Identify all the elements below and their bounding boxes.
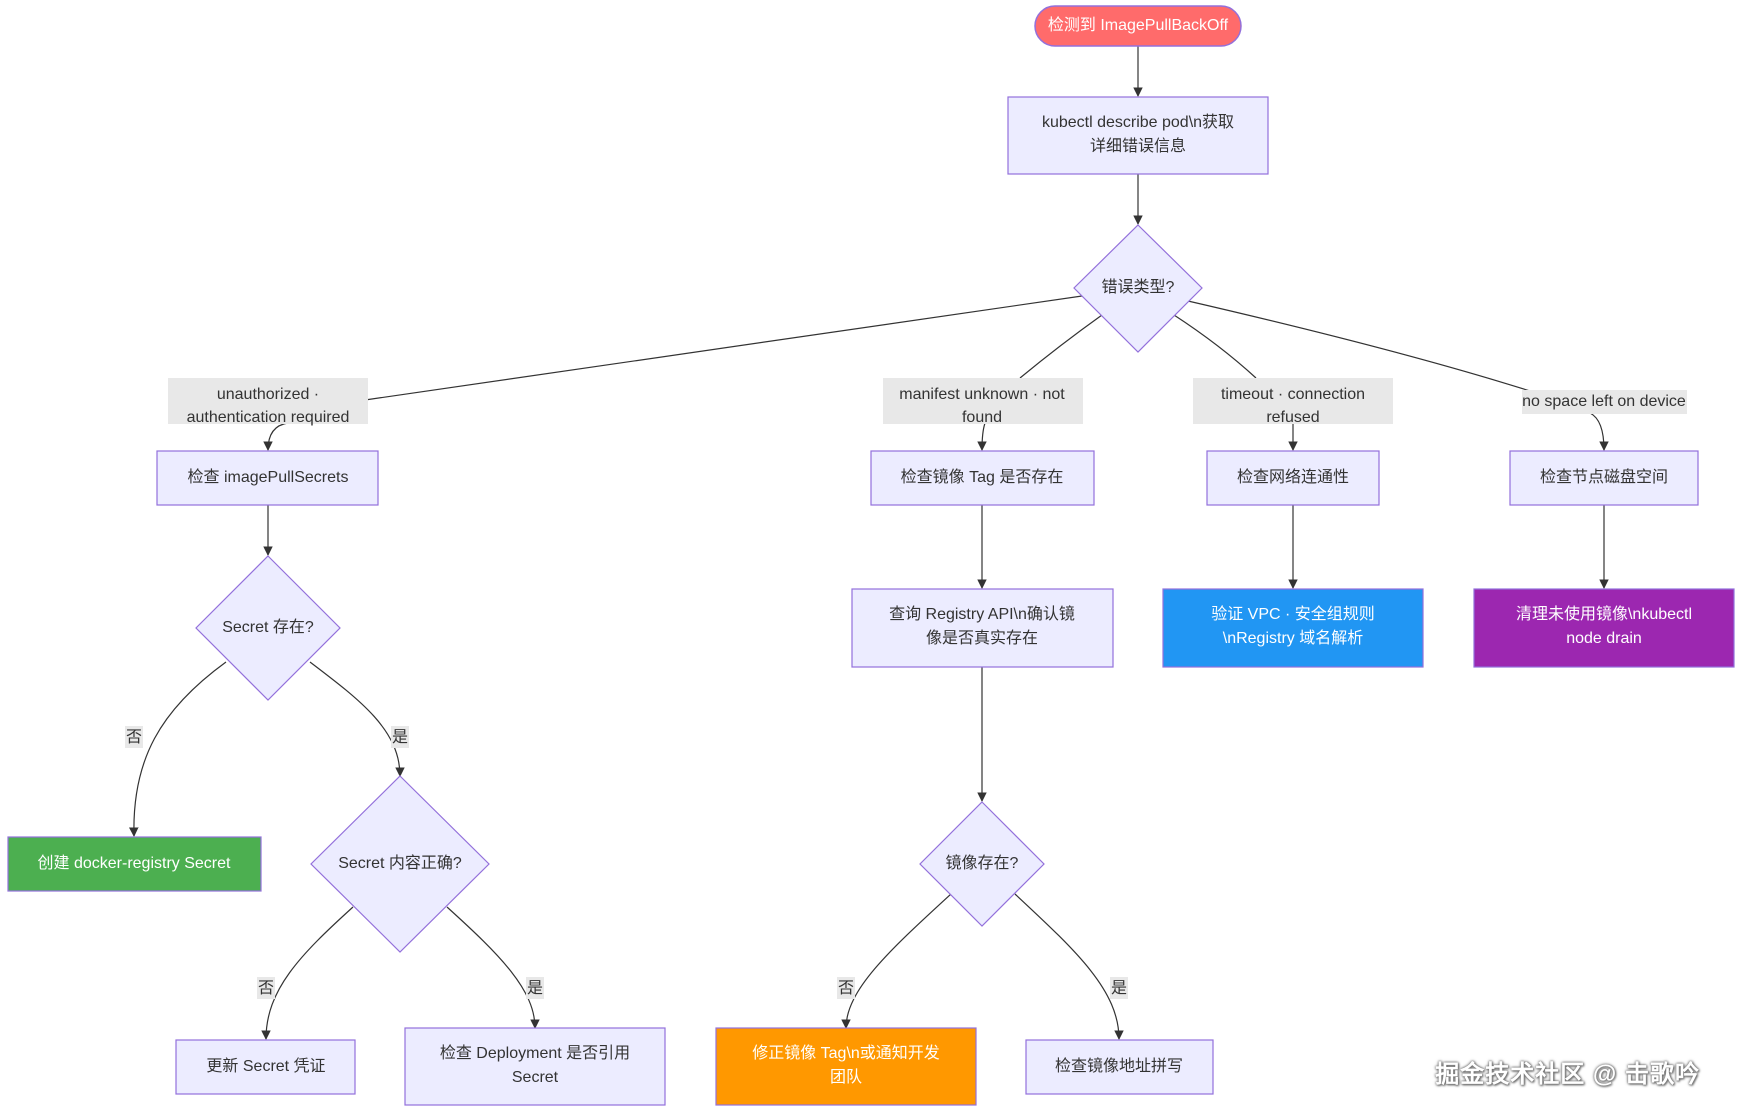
node-create-secret: 创建 docker-registry Secret	[7, 836, 262, 892]
node-update-secret: 更新 Secret 凭证	[175, 1039, 356, 1095]
edge-label-no1: 否	[125, 726, 143, 748]
node-shape	[1473, 588, 1735, 668]
node-shape	[1007, 96, 1269, 175]
edge-nospace-checkdisk	[1589, 412, 1609, 451]
node-label: node drain	[1566, 630, 1642, 647]
edge-label-text: authentication required	[187, 409, 350, 426]
node-shape	[1025, 1039, 1214, 1095]
edge-label-text: 是	[527, 980, 543, 997]
edge-label-text: unauthorized ·	[217, 386, 319, 403]
node-label: Secret 内容正确?	[338, 854, 462, 872]
edge-label-yes3: 是	[1110, 977, 1128, 999]
node-label: \nRegistry 域名解析	[1223, 629, 1363, 647]
node-label: 验证 VPC · 安全组规则	[1211, 605, 1375, 623]
node-shape	[919, 801, 1045, 927]
node-label: 检查节点磁盘空间	[1540, 467, 1668, 486]
edge-imageexists-checkaddress	[1014, 893, 1124, 1040]
node-label: 创建 docker-registry Secret	[38, 854, 231, 872]
edge-label-yes2: 是	[526, 977, 544, 999]
edge-secretcorrect-updatesecret	[261, 906, 354, 1040]
node-describe: kubectl describe pod\n获取 详细错误信息	[1007, 96, 1269, 175]
node-label: 查询 Registry API\n确认镜	[889, 604, 1075, 623]
edge-label-text: 否	[838, 980, 854, 997]
node-label: 检查 Deployment 是否引用	[440, 1044, 630, 1062]
node-image-exists: 镜像存在?	[919, 801, 1045, 927]
node-label: Secret 存在?	[222, 618, 314, 636]
node-shape	[870, 450, 1095, 506]
node-shape	[404, 1027, 666, 1106]
edge-label-text: 否	[258, 980, 274, 997]
node-shape	[195, 555, 341, 701]
edge-label-timeout: timeout · connection refused	[1193, 378, 1393, 426]
node-label: 检查镜像地址拼写	[1055, 1056, 1183, 1075]
edge-label-text: 是	[392, 729, 408, 746]
node-label: 检查 imagePullSecrets	[188, 468, 349, 486]
edge-label-text: 是	[1111, 980, 1127, 997]
edge-errortype-timeout	[1173, 314, 1257, 379]
edge-secretcorrect-checkdeployment	[446, 906, 540, 1029]
edge-imageexists-fixtag	[841, 893, 952, 1029]
node-label: 检测到 ImagePullBackOff	[1048, 16, 1229, 34]
node-label: 团队	[830, 1068, 862, 1086]
node-shape	[156, 450, 379, 506]
node-label: 更新 Secret 凭证	[206, 1057, 325, 1075]
edge-secretexists-secretcorrect	[309, 661, 405, 777]
node-label: 镜像存在?	[946, 853, 1019, 872]
edge-label-text: refused	[1266, 409, 1319, 426]
edge-label-text: manifest unknown · not	[899, 386, 1065, 403]
node-check-tag: 检查镜像 Tag 是否存在	[870, 450, 1095, 506]
edge-label-no3: 否	[837, 977, 855, 999]
node-label: 清理未使用镜像\nkubectl	[1516, 604, 1692, 623]
edge-errortype-manifest	[1019, 314, 1103, 379]
node-check-deployment: 检查 Deployment 是否引用 Secret	[404, 1027, 666, 1106]
node-verify-vpc: 验证 VPC · 安全组规则 \nRegistry 域名解析	[1162, 588, 1424, 668]
node-label: 检查网络连通性	[1237, 467, 1349, 486]
node-shape	[7, 836, 262, 892]
node-label: 修正镜像 Tag\n或通知开发	[752, 1043, 940, 1062]
node-secret-correct: Secret 内容正确?	[310, 775, 490, 953]
node-shape	[1162, 588, 1424, 668]
edge-errortype-nospace	[1187, 300, 1531, 392]
node-shape	[851, 588, 1114, 668]
node-shape	[1509, 450, 1699, 506]
node-check-address: 检查镜像地址拼写	[1025, 1039, 1214, 1095]
node-label: 像是否真实存在	[926, 629, 1038, 647]
edge-label-yes1: 是	[391, 726, 409, 748]
edge-label-text: no space left on device	[1522, 393, 1686, 410]
node-shape	[1034, 5, 1242, 47]
node-shape	[1206, 450, 1380, 506]
edge-manifest-checktag	[977, 422, 987, 451]
edge-label-unauthorized: unauthorized · authentication required	[168, 378, 368, 426]
edge-unauthorized-checksecrets	[263, 422, 289, 451]
edge-label-text: 否	[126, 729, 142, 746]
node-secret-exists: Secret 存在?	[195, 555, 341, 701]
node-check-secrets: 检查 imagePullSecrets	[156, 450, 379, 506]
node-check-network: 检查网络连通性	[1206, 450, 1380, 506]
node-label: 错误类型?	[1102, 278, 1175, 296]
edge-label-text: found	[962, 409, 1002, 426]
watermark: 掘金技术社区 @ 击歌吟	[1435, 1061, 1700, 1088]
edge-secretexists-createsecret	[128, 661, 227, 837]
edge-label-text: timeout · connection	[1221, 386, 1365, 403]
node-check-disk: 检查节点磁盘空间	[1509, 450, 1699, 506]
node-shape	[310, 775, 490, 953]
node-label: 详细错误信息	[1090, 137, 1186, 155]
edge-label-nospace: no space left on device	[1522, 390, 1687, 414]
node-fix-tag: 修正镜像 Tag\n或通知开发 团队	[715, 1027, 977, 1106]
node-shape	[715, 1027, 977, 1106]
node-query-registry: 查询 Registry API\n确认镜 像是否真实存在	[851, 588, 1114, 668]
node-error-type: 错误类型?	[1073, 224, 1203, 353]
node-shape	[175, 1039, 356, 1095]
node-shape	[1073, 224, 1203, 353]
node-label: Secret	[512, 1069, 559, 1086]
node-start: 检测到 ImagePullBackOff	[1034, 5, 1242, 47]
edge-label-no2: 否	[257, 977, 275, 999]
node-label: 检查镜像 Tag 是否存在	[901, 467, 1064, 486]
node-label: kubectl describe pod\n获取	[1042, 113, 1234, 131]
node-cleanup: 清理未使用镜像\nkubectl node drain	[1473, 588, 1735, 668]
edge-label-manifest: manifest unknown · not found	[883, 378, 1083, 426]
